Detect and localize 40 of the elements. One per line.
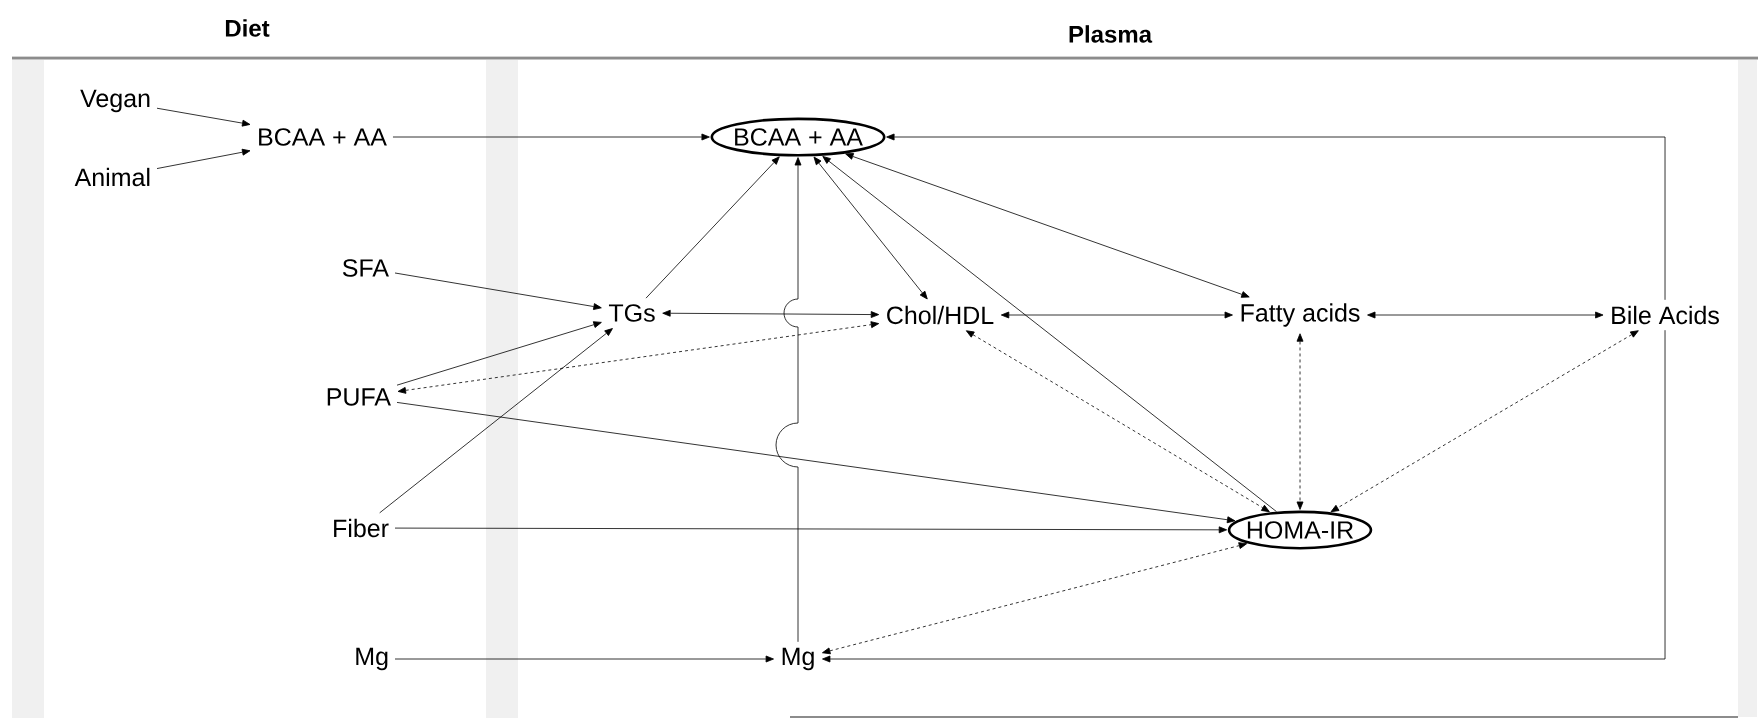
variable-label: SFA — [342, 259, 389, 277]
variable-label: Mg — [782, 647, 814, 671]
variable-label: BCAA + AA — [259, 128, 387, 146]
arrow — [886, 133, 1666, 301]
arrow — [1330, 330, 1639, 513]
arrow — [1367, 311, 1604, 319]
arrow — [645, 156, 780, 299]
arrow — [822, 542, 1248, 655]
column-heading: Plasma — [1069, 25, 1153, 43]
arrow — [965, 330, 1270, 513]
oval-node: HOMA-IR — [1227, 510, 1373, 550]
oval-node: BCAA + AA — [710, 117, 886, 157]
arrow — [822, 329, 1666, 663]
arrow — [396, 321, 602, 386]
arrow — [392, 133, 710, 141]
arrow — [662, 309, 880, 318]
arrow — [822, 156, 1277, 512]
arrow — [396, 402, 1236, 524]
variable-label: Vegan — [80, 89, 150, 113]
arrow — [394, 526, 1228, 534]
arrow — [379, 328, 613, 514]
arrow — [156, 148, 251, 169]
variable-label: PUFA — [327, 388, 391, 406]
variable-label: Fatty acids — [1241, 303, 1360, 327]
variable-label: Bile Acids — [1612, 305, 1719, 325]
variable-label: TGs — [608, 304, 655, 322]
variable-label: Chol/HDL — [887, 305, 994, 325]
variable-label: Mg — [356, 647, 388, 671]
arrow — [845, 153, 1250, 298]
variable-label: Fiber — [334, 518, 389, 538]
arrow — [813, 156, 928, 300]
arrow — [1000, 311, 1233, 319]
arrow — [156, 107, 251, 127]
arrow — [775, 157, 802, 643]
arrow — [1296, 333, 1304, 510]
column-heading: Diet — [225, 19, 270, 37]
variable-label: Animal — [74, 167, 150, 187]
arrow — [394, 655, 774, 663]
arrow — [394, 272, 602, 310]
arrow — [397, 321, 880, 394]
